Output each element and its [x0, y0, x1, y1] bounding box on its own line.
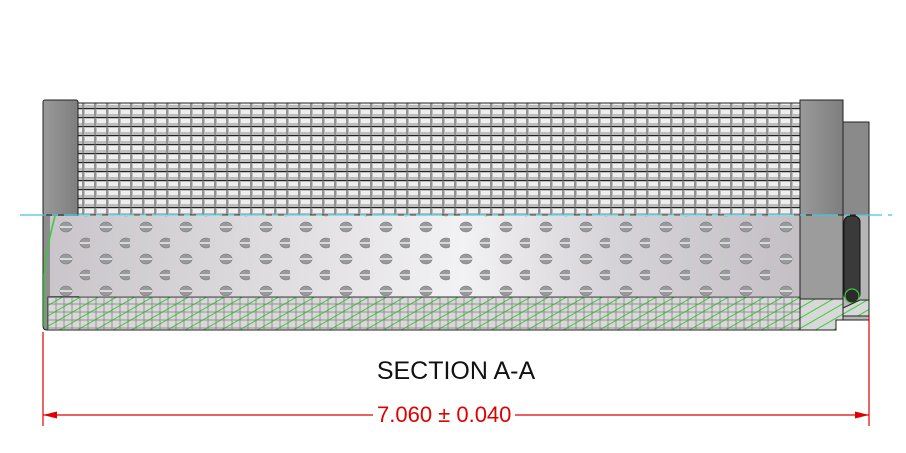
o-ring [843, 215, 861, 301]
section-label: SECTION A-A [376, 357, 536, 385]
pleated-media [77, 102, 803, 216]
right-end-cap [799, 99, 844, 216]
dimension-value: 7.060 ± 0.040 [373, 402, 516, 428]
right-end-cap-step [842, 121, 870, 216]
left-end-cap [42, 99, 79, 216]
arrow-right-icon [855, 411, 869, 419]
arrow-left-icon [43, 411, 57, 419]
